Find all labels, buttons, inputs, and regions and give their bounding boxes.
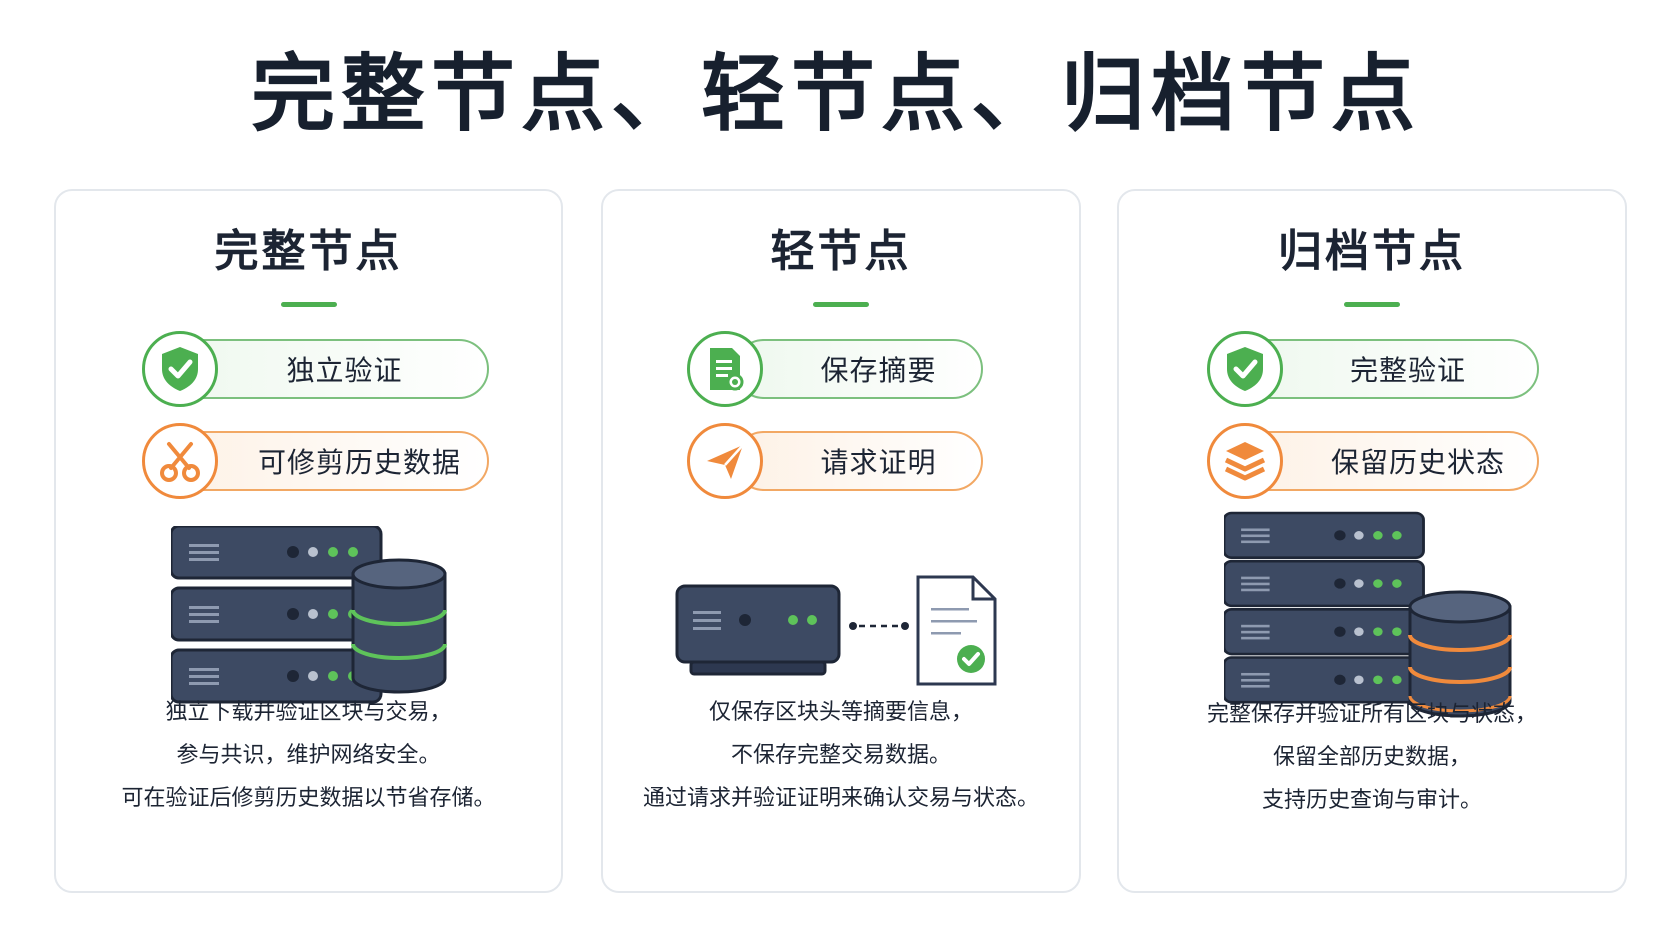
feature-pill-full-verify: 完整验证: [1237, 339, 1539, 399]
description-line: 完整保存并验证所有区块与状态，: [1206, 702, 1537, 727]
description-line: 通过请求并验证证明来确认交易与状态。: [642, 786, 1039, 811]
feature-pill-store-summary: 保存摘要: [734, 339, 983, 399]
title-underline: [280, 302, 337, 307]
card-description: 独立下载并验证区块与交易， 参与共识，维护网络安全。 可在验证后修剪历史数据以节…: [56, 691, 561, 820]
feature-pill-request-proof: 请求证明: [734, 431, 983, 491]
feature-pill-prunable-history: 可修剪历史数据: [160, 431, 489, 491]
feature-pill-retain-history: 保留历史状态: [1237, 431, 1539, 491]
archive-server-stack-with-database-illustration: [1224, 511, 1512, 718]
server-stack-with-database-illustration: [171, 526, 447, 704]
title-underline: [1344, 302, 1400, 307]
paper-plane-icon: [687, 423, 763, 499]
description-line: 不保存完整交易数据。: [730, 743, 951, 768]
shield-check-icon: [142, 331, 218, 407]
description-line: 支持历史查询与审计。: [1261, 788, 1482, 813]
description-line: 可在验证后修剪历史数据以节省存储。: [121, 786, 496, 811]
shield-check-icon: [1207, 331, 1283, 407]
card-description: 仅保存区块头等摘要信息， 不保存完整交易数据。 通过请求并验证证明来确认交易与状…: [603, 691, 1079, 820]
feature-label: 可修剪历史数据: [257, 446, 461, 479]
description-line: 仅保存区块头等摘要信息，: [708, 700, 973, 725]
proof-document-check-icon: [916, 575, 997, 686]
card-light-node: 轻节点 保存摘要 请求证明: [601, 189, 1081, 893]
layers-icon: [1207, 423, 1283, 499]
document-icon: [687, 331, 763, 407]
light-node-device-illustration: [675, 584, 909, 676]
card-full-node: 完整节点 独立验证 可修剪历史数据 独立下载并验证区块与交易，: [54, 189, 563, 893]
feature-label: 保存摘要: [820, 354, 937, 387]
feature-label: 请求证明: [820, 446, 937, 479]
description-line: 独立下载并验证区块与交易，: [165, 700, 452, 725]
card-title: 归档节点: [1278, 226, 1466, 277]
feature-label: 完整验证: [1349, 354, 1466, 387]
card-title: 完整节点: [214, 226, 403, 277]
card-description: 完整保存并验证所有区块与状态， 保留全部历史数据， 支持历史查询与审计。: [1119, 693, 1625, 822]
description-line: 保留全部历史数据，: [1272, 745, 1471, 770]
title-underline: [813, 302, 869, 307]
feature-label: 独立验证: [286, 354, 403, 387]
card-title: 轻节点: [770, 226, 912, 277]
card-archive-node: 归档节点 完整验证 保留历史状态: [1117, 189, 1627, 893]
scissors-icon: [142, 423, 218, 499]
page-title: 完整节点、轻节点、归档节点: [250, 45, 1421, 143]
feature-label: 保留历史状态: [1330, 446, 1505, 479]
description-line: 参与共识，维护网络安全。: [176, 743, 441, 768]
